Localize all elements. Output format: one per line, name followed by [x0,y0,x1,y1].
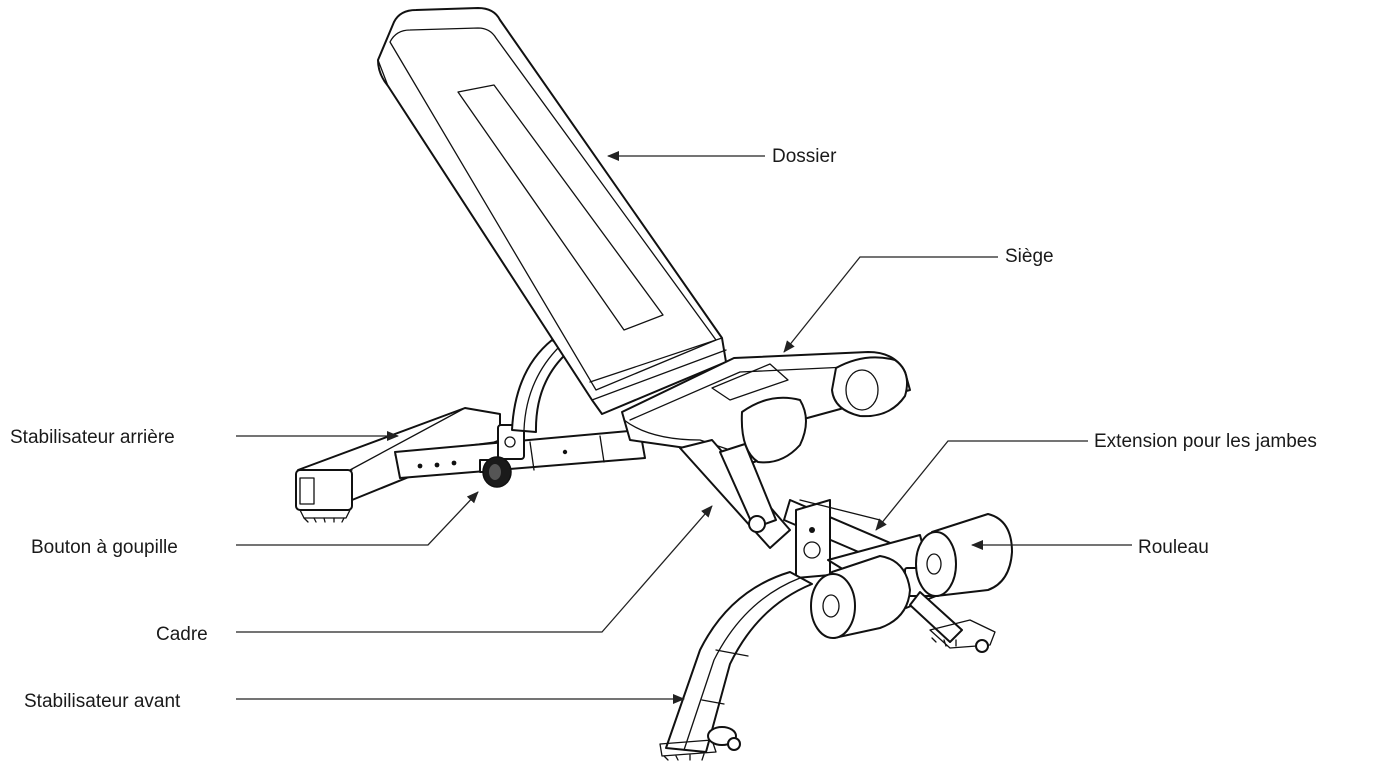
pin-knob [479,456,512,488]
roller-rear [915,513,1013,597]
label-stabilisateur-arriere: Stabilisateur arrière [10,427,175,448]
backrest [377,7,727,415]
leader-extension [875,440,1088,531]
roller-front [810,555,911,639]
frame-tube [394,424,646,479]
label-siege: Siège [1005,246,1054,267]
leader-lines [236,151,1132,704]
backrest-support [511,339,569,433]
label-dossier: Dossier [772,146,837,167]
front-stabilizer [659,571,813,761]
leader-bouton [236,491,479,546]
leader-cadre [236,505,713,633]
label-stabilisateur-avant: Stabilisateur avant [24,691,181,712]
label-cadre: Cadre [156,624,208,645]
label-bouton-goupille: Bouton à goupille [31,537,178,558]
seat [621,351,911,466]
leader-siege [783,256,998,353]
label-rouleau: Rouleau [1138,537,1209,558]
label-extension-jambes: Extension pour les jambes [1094,431,1317,452]
